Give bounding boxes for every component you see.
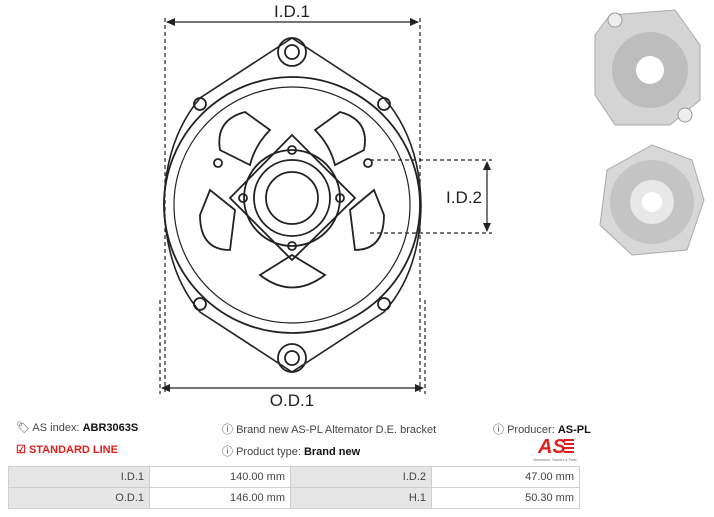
svg-text:AS: AS: [537, 436, 566, 458]
as-pl-logo: AS Alternators, Starters & Parts: [533, 436, 577, 462]
description: ⓘ Brand new AS-PL Alternator D.E. bracke…: [222, 424, 437, 436]
tags-icon: 🏷: [16, 422, 30, 434]
spec-value: 140.00 mm: [149, 466, 291, 488]
dim-label-od1: O.D.1: [270, 391, 314, 410]
svg-text:Alternators, Starters & Parts: Alternators, Starters & Parts: [533, 458, 577, 462]
table-row: I.D.1 140.00 mm I.D.2 47.00 mm: [8, 466, 580, 488]
dim-label-id1: I.D.1: [274, 2, 310, 21]
product-type: ⓘ Product type: Brand new: [222, 446, 361, 458]
product-photo-front: [599, 144, 705, 256]
spec-value: 146.00 mm: [149, 487, 291, 509]
info-circle-icon: ⓘ: [222, 424, 233, 436]
info-circle-icon: ⓘ: [493, 424, 504, 436]
spec-key: O.D.1: [8, 487, 150, 509]
check-square-icon: ☑: [16, 444, 26, 456]
as-index: 🏷 AS index: ABR3063S: [16, 422, 139, 434]
spec-key: I.D.1: [8, 466, 150, 488]
product-photo-back: [594, 9, 701, 126]
spec-key: I.D.2: [290, 466, 432, 488]
dim-label-id2: I.D.2: [446, 188, 482, 207]
info-circle-icon: ⓘ: [222, 446, 233, 458]
table-row: O.D.1 146.00 mm H.1 50.30 mm: [8, 487, 580, 509]
spec-key: H.1: [290, 487, 432, 509]
spec-value: 50.30 mm: [431, 487, 580, 509]
technical-drawing: I.D.1 O.D.1 I.D.2: [159, 2, 492, 410]
spec-value: 47.00 mm: [431, 466, 580, 488]
specs-table: I.D.1 140.00 mm I.D.2 47.00 mm O.D.1 146…: [8, 466, 580, 509]
standard-line-badge: ☑ STANDARD LINE: [16, 444, 118, 456]
producer: ⓘ Producer: AS-PL: [493, 424, 591, 436]
